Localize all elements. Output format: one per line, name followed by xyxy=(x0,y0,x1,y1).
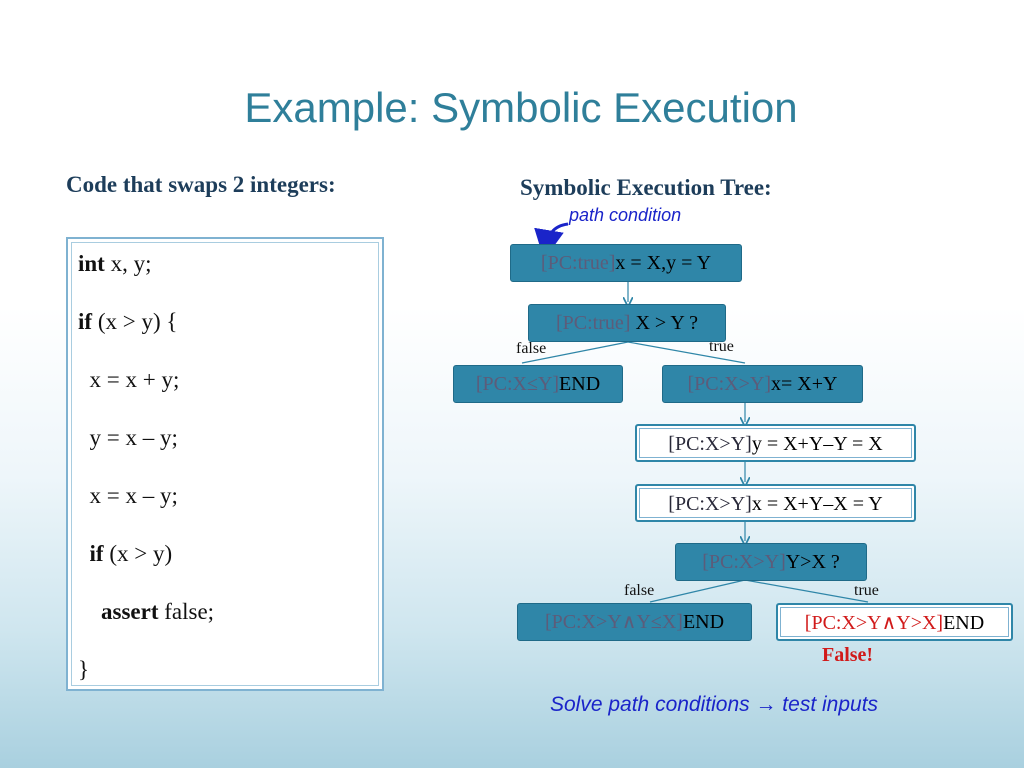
code-heading: Code that swaps 2 integers: xyxy=(66,172,336,197)
node-x-assign: [PC:X>Y]x= X+Y xyxy=(662,365,863,403)
node-x-reassign: [PC:X>Y]x = X+Y–X = Y xyxy=(635,484,916,522)
edge-label-true-1: true xyxy=(709,338,734,355)
node-check-x-gt-y: [PC:true] X > Y ? xyxy=(528,304,726,342)
slide-title: Example: Symbolic Execution xyxy=(244,84,798,131)
code-line-8: } xyxy=(78,657,90,682)
code-line-5: x = x – y; xyxy=(78,483,178,508)
code-line-4: y = x – y; xyxy=(78,425,178,450)
node-false-end: [PC:X≤Y]END xyxy=(453,365,623,403)
code-line-2: if (x > y) { xyxy=(78,309,178,334)
node-initial: [PC:true]x = X,y = Y xyxy=(510,244,742,282)
node-y-assign: [PC:X>Y]y = X+Y–Y = X xyxy=(635,424,916,462)
edge-n7-n8 xyxy=(649,579,746,603)
edge-n2-n4 xyxy=(627,341,746,364)
footer-note: Solve path conditions → test inputs xyxy=(550,693,879,716)
tree-heading: Symbolic Execution Tree: xyxy=(520,175,772,200)
code-line-3: x = x + y; xyxy=(78,367,180,392)
node-false-branch-end: [PC:X>Y∧Y≤X]END xyxy=(517,603,752,641)
false-note: False! xyxy=(822,644,874,666)
node-true-branch-end: [PC:X>Y∧Y>X]END xyxy=(776,603,1013,641)
code-box: int x, y; if (x > y) { x = x + y; y = x … xyxy=(66,237,384,691)
edge-n2-n3 xyxy=(521,341,629,364)
path-condition-annotation: path condition xyxy=(569,205,682,225)
node-check-y-gt-x: [PC:X>Y]Y>X ? xyxy=(675,543,867,581)
edge-label-false-1: false xyxy=(516,340,547,357)
code-line-7: assert false; xyxy=(101,599,215,624)
code-line-6: if (x > y) xyxy=(89,541,173,566)
edge-label-true-2: true xyxy=(854,582,879,599)
edge-n7-n9 xyxy=(744,579,869,603)
edge-label-false-2: false xyxy=(624,582,655,599)
code-line-1: int x, y; xyxy=(78,251,152,276)
